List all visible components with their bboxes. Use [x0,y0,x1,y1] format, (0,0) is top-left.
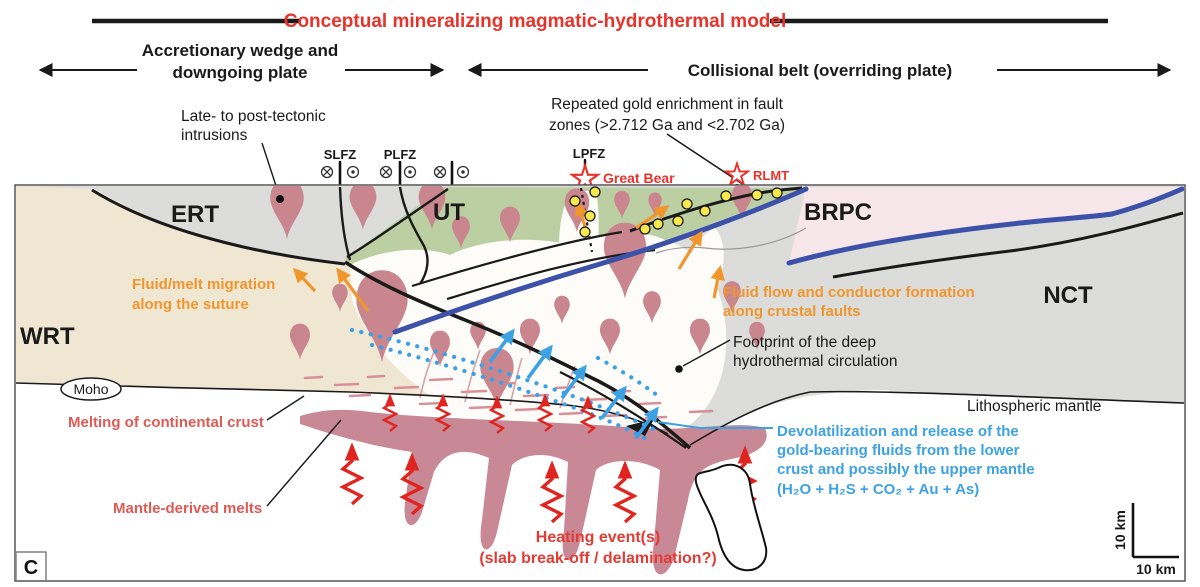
gold-dot-icon [672,215,684,227]
orange-arrow-icon [710,265,725,299]
blue-arrow-icon [634,406,659,440]
melting-crust-label: Melting of continental crust [68,414,264,431]
circle-dot-icon [346,165,360,179]
circle-cross-icon [379,165,393,179]
panel-label: C [24,557,38,579]
section-content: Moho ERT UT BRPC NCT WRT Fluid/melt migr… [16,186,1184,580]
gold-dot-icon [699,205,711,217]
gold-dot-icon [569,195,581,207]
lithospheric-mantle-label: Lithospheric mantle [967,398,1101,415]
gold-dot-icon [652,218,664,230]
conductor-suture [392,186,809,335]
collisional-label: Collisional belt (overriding plate) [688,61,952,80]
gold-dot-icon [751,189,763,201]
plfz-label: PLFZ [384,147,417,162]
title-block: Conceptual mineralizing magmatic-hydroth… [92,11,1108,32]
devolatilization-line1: Devolatilization and release of the [777,423,1019,440]
ut-fault-1 [411,230,623,288]
circle-dot-icon [403,165,417,179]
ert-label: ERT [171,201,219,228]
great-bear-label: Great Bear [603,170,675,186]
circle-cross-icon [433,165,447,179]
fluid-melt-line2: along the suture [132,296,249,313]
late-intrusions-annotation: Late- to post-tectonic intrusions [181,108,326,196]
panel-label-box: C [16,551,47,580]
accretionary-label-line1: Accretionary wedge and [142,41,339,60]
devolatilization-leader [657,421,773,429]
nct-label: NCT [1043,282,1093,309]
gold-enrichment-line2: zones (>2.712 Ga and <2.702 Ga) [549,117,785,134]
moho-label: Moho [73,381,108,397]
orange-arrow-icon [336,267,370,312]
scale-horizontal-label: 10 km [1136,561,1176,577]
fluid-release-arrows [488,328,659,440]
fault-zone-headers: SLFZ PLFZ LPFZ [320,146,606,189]
slfz-label: SLFZ [324,147,357,162]
underplate-melt-body [300,409,767,575]
rlmt-label: RLMT [753,168,789,183]
slfz-fault [338,186,352,261]
fluid-migration-arrows [292,201,725,312]
mantle-melts-label: Mantle-derived melts [113,500,262,517]
scale-bar: 10 km 10 km [1112,503,1179,577]
gold-enrichment-line1: Repeated gold enrichment in fault [551,96,783,113]
late-intrusions-line2: intrusions [181,127,248,144]
circle-cross-icon [320,165,334,179]
ut-label: UT [433,199,465,226]
deposit-markers: Great Bear RLMT [572,164,789,195]
melting-leader [266,395,305,421]
brpc-label: BRPC [804,199,872,226]
orange-arrow-icon [635,205,670,230]
orange-arrow-icon [677,230,703,270]
wrt-label: WRT [20,323,75,350]
gold-dot-icon [589,186,601,198]
plfz-fault [398,186,429,285]
lpfz-label: LPFZ [573,146,606,161]
blue-arrow-icon [488,328,515,364]
devolatilization-line2: gold-bearing fluids from the lower [777,442,1020,459]
intrusion-leader-dot [276,195,284,203]
accretionary-label-line2: downgoing plate [172,63,307,82]
scale-vertical-label: 10 km [1112,510,1128,550]
gold-dot-icon [584,210,596,222]
mantle-melts-leader [266,419,342,507]
suture-line [91,188,346,266]
devolatilization-dots [349,327,661,443]
gold-dot-icon [639,223,651,235]
brpc-lower-contact [655,227,807,254]
lithosphere-base-line [689,390,1184,446]
blue-arrow-icon [526,344,553,380]
heating-line1: Heating event(s) [536,529,660,546]
fluid-flow-line1: Fluid flow and conductor formation [723,284,975,301]
orange-arrow-icon [292,267,317,293]
extent-headers: Accretionary wedge and downgoing plate C… [38,41,1172,82]
fluid-flow-line2: along crustal faults [723,303,861,320]
gold-dot-icon [681,198,693,210]
conductors [392,186,1184,335]
nct-contact-line [832,211,1184,279]
page-title: Conceptual mineralizing magmatic-hydroth… [284,11,787,32]
devolatilization-line4: (H₂O + H₂S + CO₂ + Au + As) [777,481,979,498]
ert-ut-boundary-fault [346,188,449,259]
heating-line2: (slab break-off / delamination?) [479,550,716,567]
moho-line [16,382,669,435]
gold-dot-icon [720,190,732,202]
gold-dots [569,186,783,238]
circle-dot-icon [456,165,470,179]
blue-arrow-icon [560,364,587,400]
blue-arrow-icon [600,385,627,420]
fluid-melt-line1: Fluid/melt migration [132,276,275,293]
footprint-line1: Footprint of the deep [733,334,876,351]
moho-tag: Moho [60,377,122,401]
footprint-annotation-leader [675,339,731,373]
gold-dot-icon [579,226,591,238]
gold-dot-icon [771,187,783,199]
late-intrusions-line1: Late- to post-tectonic [181,108,326,125]
delaminated-slab-blob [694,463,768,572]
conductor-brpc-base [786,186,1184,266]
devolatilization-line3: crust and possibly the upper mantle [777,461,1035,478]
footprint-line2: hydrothermal circulation [733,353,898,370]
